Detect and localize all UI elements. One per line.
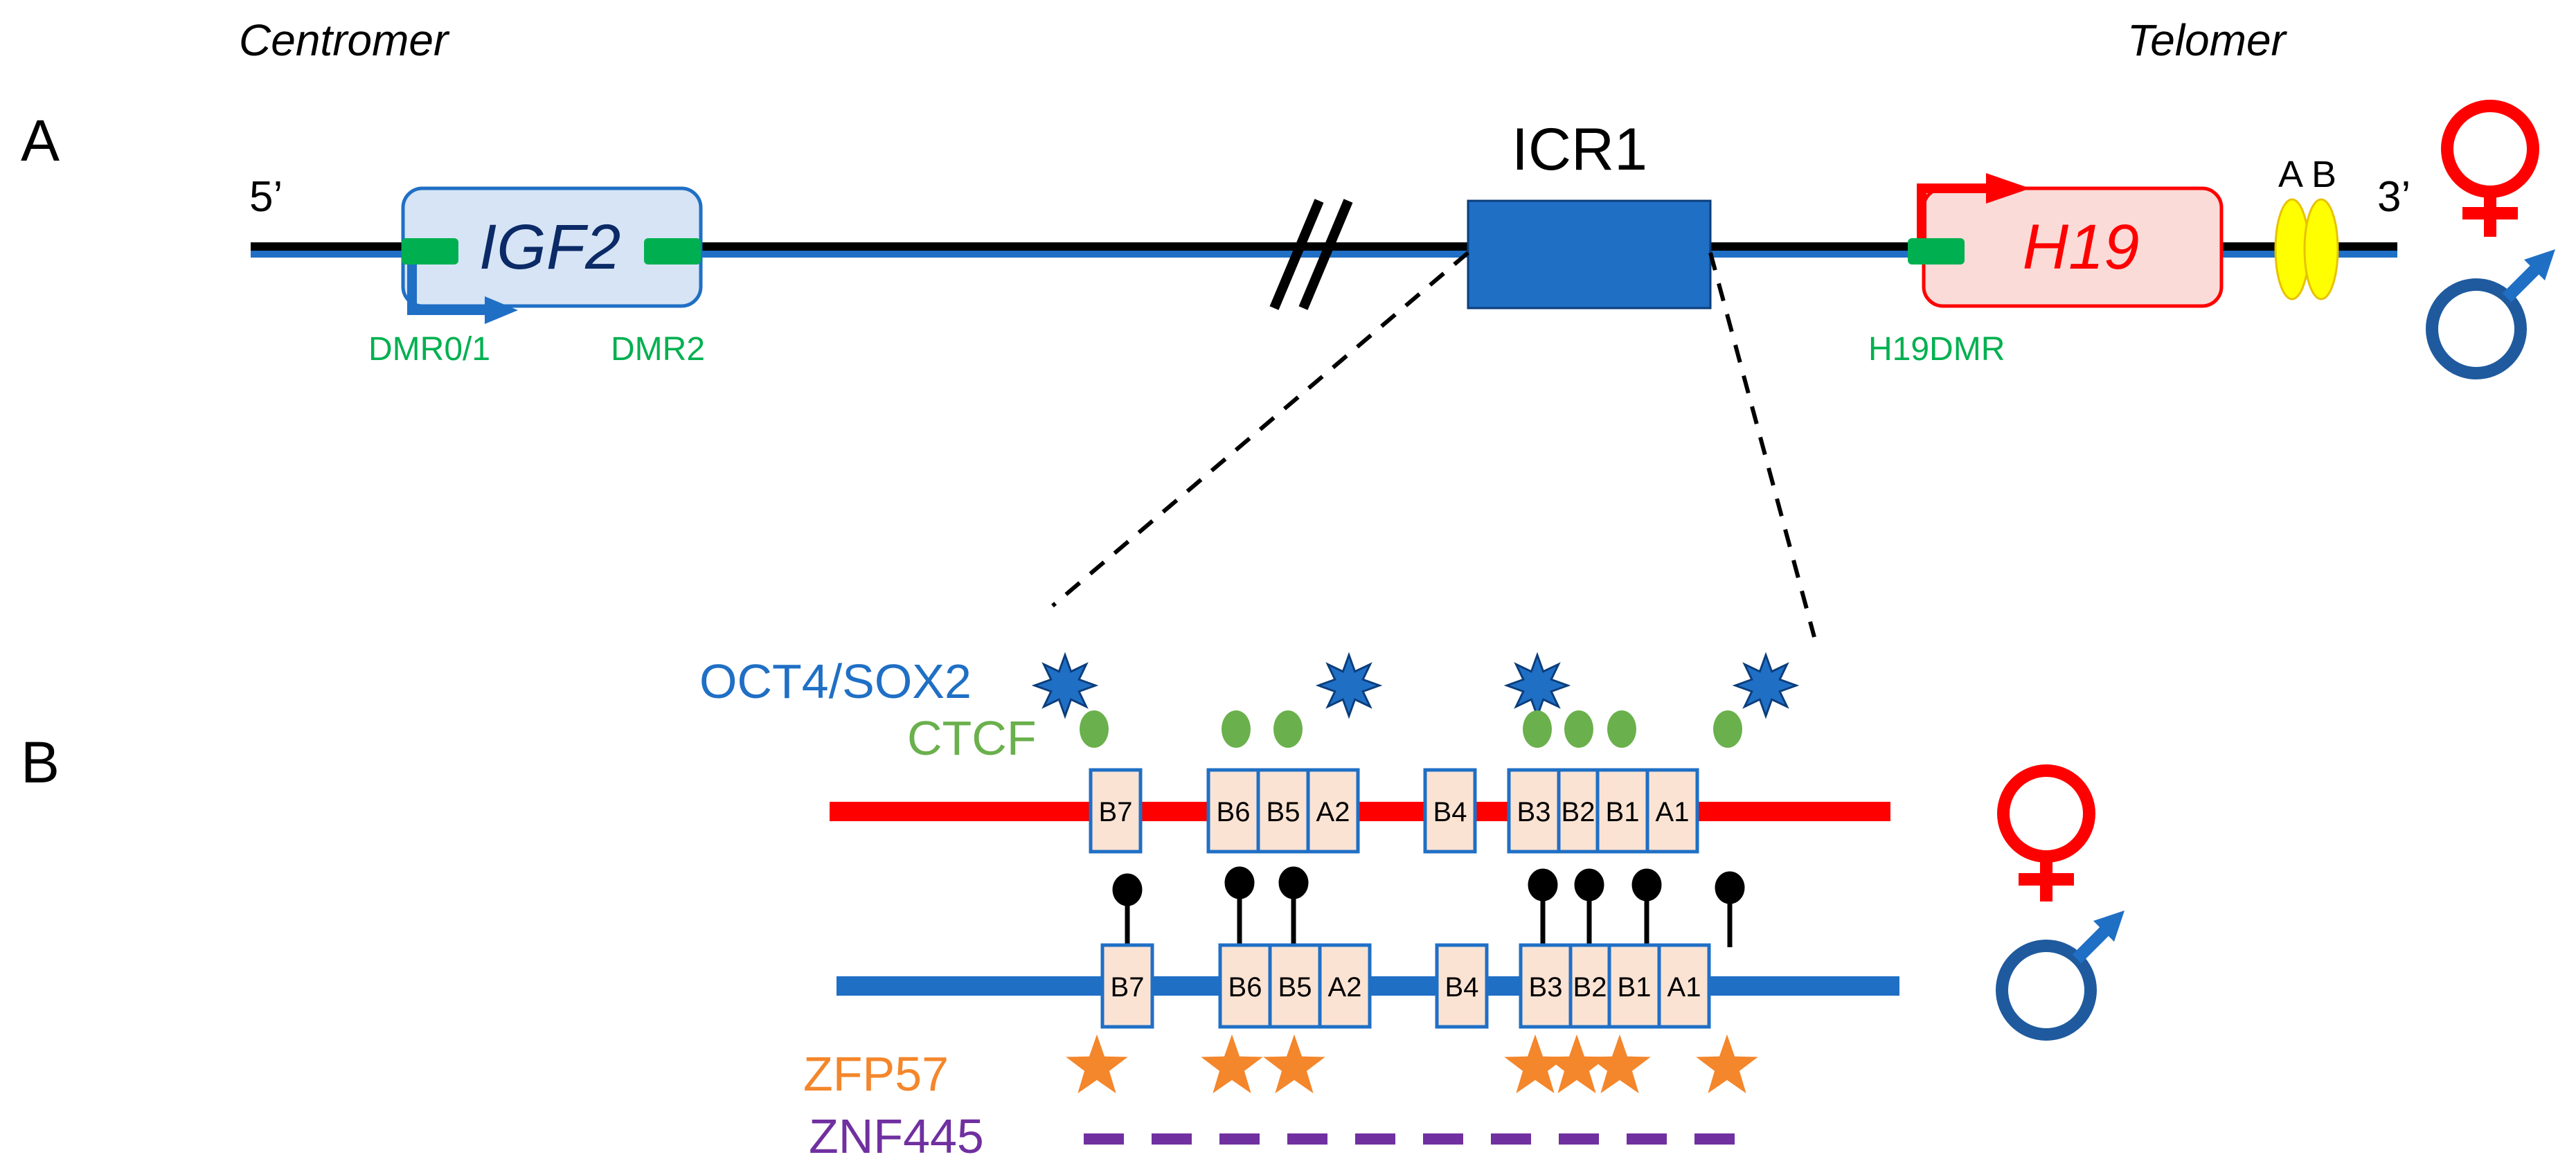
male-symbol-icon: [2426, 249, 2555, 379]
igf2-arrow-head: [485, 296, 518, 324]
five-prime-label: 5’: [249, 173, 283, 221]
ctcf-site-6: [1607, 710, 1636, 748]
h19-promoter-arrow: [1917, 183, 1994, 238]
maternal-label-b7: B7: [1099, 797, 1133, 827]
paternal-label-b6: B6: [1228, 972, 1262, 1003]
paternal-label-b5: B5: [1278, 972, 1312, 1003]
maternal-label-b1: B1: [1606, 797, 1640, 827]
break-line-2: [1298, 199, 1353, 310]
maternal-binding-sites: [1089, 768, 1699, 854]
maternal-label-b3: B3: [1517, 797, 1551, 827]
paternal-label-a1: A1: [1667, 972, 1701, 1003]
paternal-label-a2: A2: [1328, 972, 1362, 1003]
oct4sox2-site-1: [1033, 654, 1097, 717]
maternal-label-b4: B4: [1433, 797, 1467, 827]
dmr2-marker: [644, 238, 701, 264]
paternal-site-a2: [1318, 943, 1372, 1029]
znf445-label: ZNF445: [809, 1109, 984, 1163]
ctcf-site-5: [1564, 710, 1593, 748]
paternal-site-b2: [1568, 943, 1611, 1029]
zoom-line-left: [1051, 251, 1469, 608]
paternal-label-b2: B2: [1573, 972, 1607, 1003]
maternal-label-b6: B6: [1217, 797, 1251, 827]
paternal-site-b1: [1607, 943, 1661, 1029]
igf2-promoter-arrow: [407, 264, 493, 315]
ctcf-site-4: [1523, 710, 1552, 748]
ctcf-site-2: [1222, 710, 1251, 748]
igf2-label: IGF2: [479, 212, 620, 282]
ctcf-site-1: [1080, 710, 1109, 748]
zfp57-site-7: [1696, 1034, 1758, 1094]
panel-a-label: A: [21, 108, 60, 173]
maternal-label-b5: B5: [1267, 797, 1300, 827]
paternal-label-b3: B3: [1529, 972, 1563, 1003]
paternal-label-b4: B4: [1445, 972, 1479, 1003]
female-symbol-icon: [2441, 100, 2539, 237]
zfp57-site-6: [1589, 1034, 1651, 1094]
maternal-site-a1: [1645, 768, 1699, 854]
male-symbol-icon: [1996, 911, 2125, 1041]
paternal-site-b6: [1218, 943, 1272, 1029]
zfp57-site-3: [1263, 1034, 1325, 1094]
paternal-site-b7: [1100, 943, 1154, 1029]
female-symbol-icon: [1997, 764, 2095, 902]
maternal-label-a2: A2: [1316, 797, 1350, 827]
panel-b-label: B: [21, 730, 60, 795]
oct4sox2-site-3: [1505, 654, 1569, 717]
enhancer-a-label: A: [2278, 154, 2303, 195]
telomer-label: Telomer: [2127, 15, 2288, 65]
zoom-line-right: [1708, 252, 1816, 638]
h19dmr-marker: [1908, 238, 1965, 264]
paternal-label-b1: B1: [1618, 972, 1652, 1003]
dmr01-label: DMR0/1: [368, 331, 490, 368]
paternal-binding-sites: [1100, 943, 1711, 1029]
zfp57-site-2: [1201, 1034, 1263, 1094]
ctcf-site-7: [1713, 710, 1742, 748]
maternal-allele-line: [830, 802, 1890, 821]
h19-label: H19: [2023, 212, 2140, 282]
maternal-site-b3: [1507, 768, 1561, 854]
ctcf-site-3: [1273, 710, 1303, 748]
maternal-label-b2: B2: [1562, 797, 1595, 827]
three-prime-label: 3’: [2377, 173, 2410, 221]
enhancer-b: [2303, 198, 2339, 301]
icr1-label: ICR1: [1512, 116, 1647, 183]
oct4sox2-site-4: [1734, 654, 1798, 717]
break-line-1: [1269, 199, 1324, 310]
dmr2-label: DMR2: [611, 331, 705, 368]
paternal-site-b5: [1268, 943, 1322, 1029]
paternal-label-b7: B7: [1111, 972, 1145, 1003]
maternal-label-a1: A1: [1656, 797, 1690, 827]
enhancer-b-label: B: [2311, 154, 2336, 195]
zfp57-label: ZFP57: [803, 1047, 949, 1101]
oct4sox2-site-2: [1317, 654, 1381, 717]
methylation-marks: [1112, 866, 1745, 947]
zfp57-site-1: [1066, 1034, 1128, 1094]
centromer-label: Centromer: [239, 15, 450, 65]
h19-arrow-head: [1986, 173, 2030, 204]
paternal-site-b4: [1435, 943, 1489, 1029]
paternal-site-b3: [1519, 943, 1573, 1029]
h19dmr-label: H19DMR: [1868, 331, 2005, 368]
maternal-site-b4: [1423, 768, 1477, 854]
oct4sox2-label: OCT4/SOX2: [699, 654, 972, 708]
maternal-site-b7: [1089, 768, 1143, 854]
paternal-site-a1: [1657, 943, 1711, 1029]
maternal-site-a2: [1306, 768, 1360, 854]
dmr01-marker: [402, 238, 458, 264]
ctcf-label: CTCF: [907, 711, 1037, 765]
icr1-box: [1467, 199, 1712, 310]
